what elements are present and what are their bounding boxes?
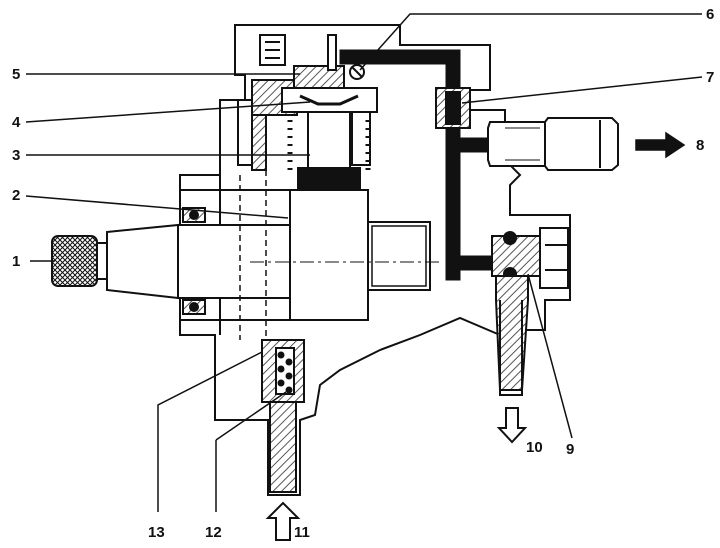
callout-7: 7 <box>706 69 714 86</box>
inlet-valve <box>259 34 378 113</box>
callout-12: 12 <box>205 524 222 541</box>
pressure-damper <box>435 87 471 129</box>
callout-11: 11 <box>294 524 310 541</box>
outlet-arrow <box>635 131 686 159</box>
plunger <box>287 107 371 191</box>
callout-1: 1 <box>12 253 20 270</box>
leader-lines <box>25 13 703 512</box>
callout-labels: 1 2 3 4 5 6 7 8 9 10 11 12 13 <box>12 6 714 541</box>
callout-4: 4 <box>12 114 21 131</box>
inlet-arrow <box>265 501 301 541</box>
callout-5: 5 <box>12 66 20 83</box>
callout-13: 13 <box>148 524 165 541</box>
callout-9: 9 <box>566 441 574 458</box>
callout-8: 8 <box>696 137 704 154</box>
return-arrow <box>496 407 528 444</box>
callout-6: 6 <box>706 6 714 23</box>
inlet-filter <box>261 339 305 493</box>
pressure-limiting-valve <box>491 227 569 391</box>
callout-10: 10 <box>526 439 543 456</box>
callout-2: 2 <box>12 187 20 204</box>
outlet-fitting <box>487 117 619 171</box>
drive-shaft <box>51 207 291 315</box>
callout-3: 3 <box>12 147 20 164</box>
pump-housing <box>179 24 571 496</box>
return-nozzle <box>499 300 523 396</box>
